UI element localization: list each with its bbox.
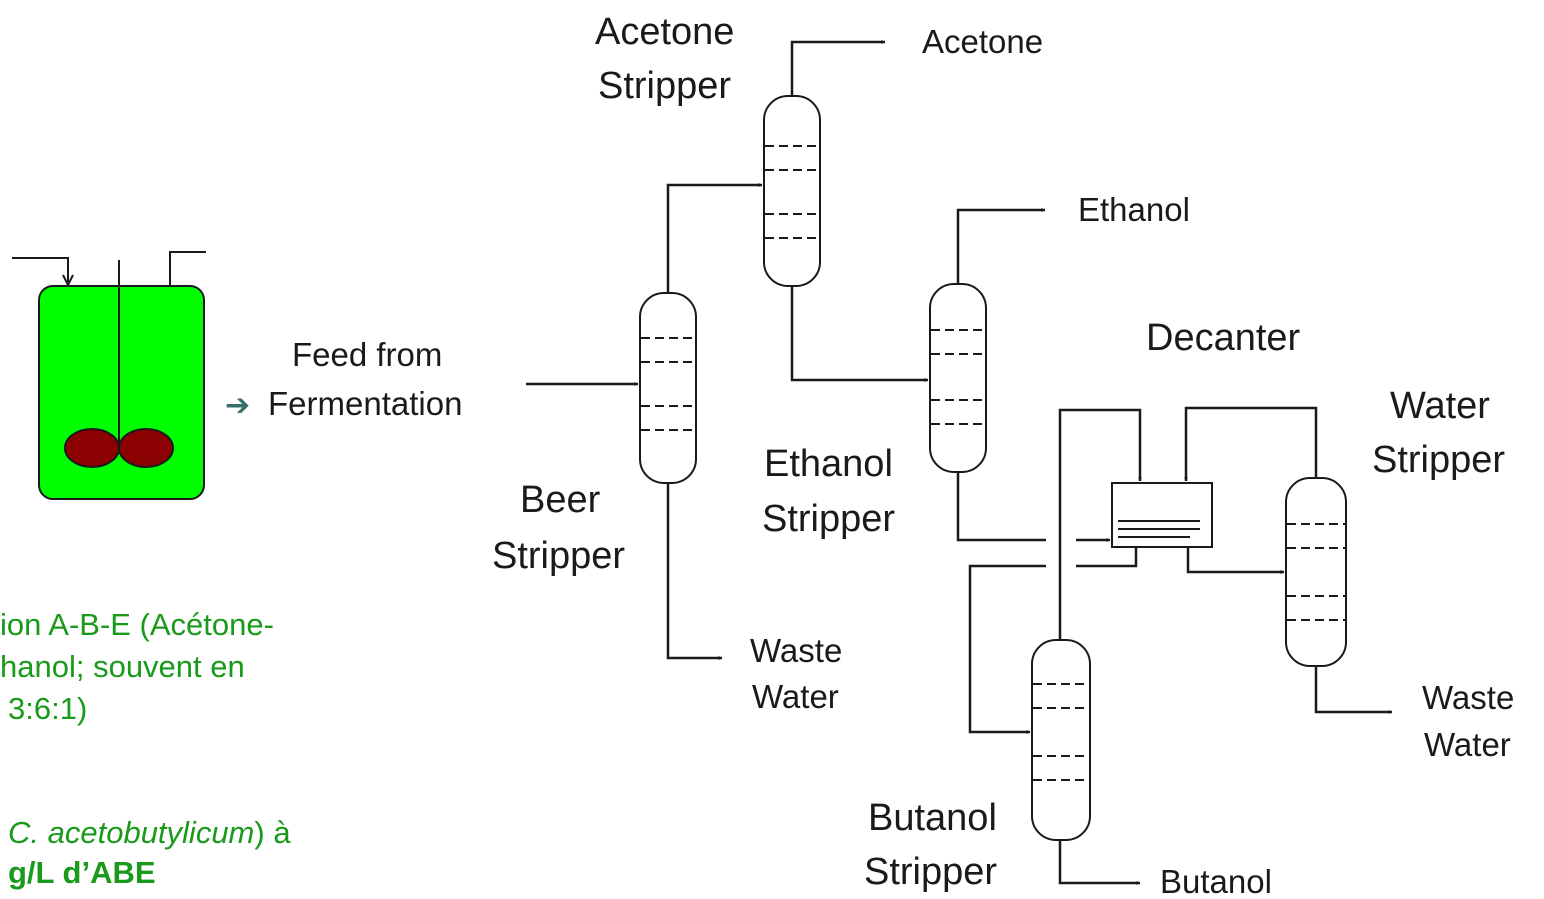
impeller-right-blade [118,428,174,468]
beer-bottoms-line [666,483,723,660]
decanter-label: Decanter [1146,317,1301,359]
process-piping [526,40,1393,885]
fermenter-inlet-arrowhead [62,274,74,288]
water-bottoms-line [1314,666,1393,714]
butanol-overhead-line [1058,408,1142,640]
fermenter-inlet-line [12,257,69,282]
description-line-1: ion A-B-E (Acétone- [0,607,274,642]
butanol-stripper-label: Butanol Stripper [864,797,1007,893]
butanol-bottoms-line [1058,840,1141,885]
acetone-stripper-label: Acetone Stripper [595,11,745,107]
abe-description-text: ion A-B-E (Acétone- hanol; souvent en 3:… [0,604,274,730]
ethanol-product-label: Ethanol [1078,191,1190,228]
acetone-product-label: Acetone [922,23,1043,60]
fermenter-vent-line [169,251,206,286]
acetone-stripper-column [763,95,821,287]
butanol-feed-line [968,564,1046,734]
water-stripper-column [1285,477,1347,667]
fermenter [12,251,206,500]
water-overhead-line [1184,406,1318,482]
ethanol-overhead-line [956,208,1046,284]
waste-water-label-water: Waste Water [1422,679,1523,763]
ethanol-bottoms-to-decanter-line [956,472,1046,542]
titer-text: g/L d’ABE [8,855,156,890]
fermenter-vessel [38,285,205,500]
organism-text: C. acetobutylicum) à g/L d’ABE [8,812,291,894]
beer-stripper-overhead-line [666,183,763,293]
butanol-stripper-column [1031,639,1091,841]
impeller-left-blade [64,428,120,468]
waste-water-label-beer: Waste Water [750,632,851,715]
titer-line: g/L d’ABE [8,852,291,894]
ethanol-stripper-label: Ethanol Stripper [762,443,903,540]
butanol-product-label: Butanol [1160,863,1272,899]
description-line-3: 3:6:1) [8,691,88,726]
description-line-2: hanol; souvent en [0,649,245,684]
acetone-bottoms-line [790,286,929,382]
organism-line-rest: ) à [254,815,291,850]
beer-stripper-column [639,292,697,484]
decanter-water-phase-line [1186,547,1285,574]
feed-label: Feed from Fermentation [268,336,462,422]
feed-arrow-glyph: ➔ [225,388,250,423]
ethanol-stripper-column [929,283,987,473]
beer-stripper-label: Beer Stripper [492,479,625,577]
organism-name: C. acetobutylicum [8,815,255,850]
decanter-vessel [1111,482,1213,548]
decanter-butanol-phase-line [1076,547,1138,568]
organism-line: C. acetobutylicum) à [8,812,291,854]
acetone-overhead-line [790,40,886,96]
water-stripper-label: Water Stripper [1372,385,1505,481]
